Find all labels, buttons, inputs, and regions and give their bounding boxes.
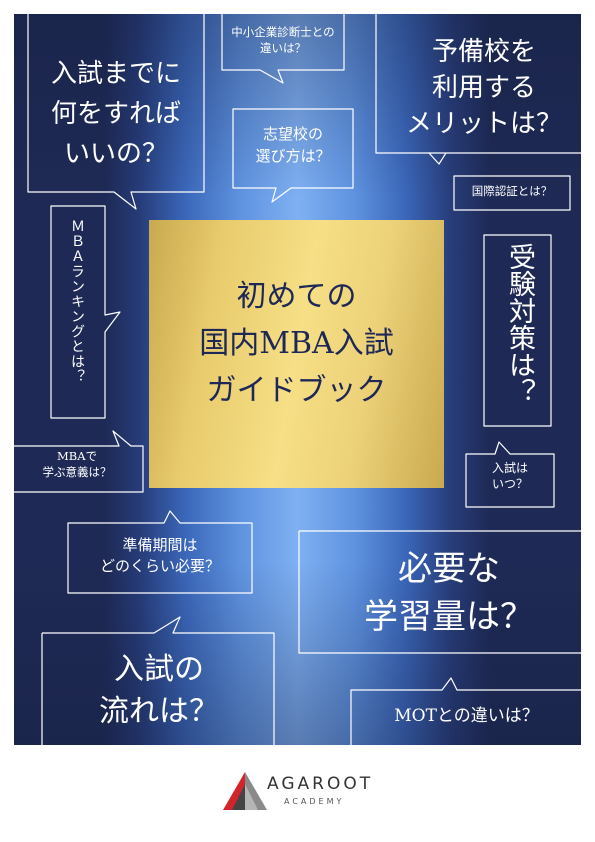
logo-mark-icon [223,772,267,810]
bubble-outline-juken [483,234,552,427]
bubble-yobiko: 予備校を 利用する メリットは？ [405,37,562,139]
bubble-nagare: 入試の 流れは？ [99,652,219,729]
bubble-outline-junbi [67,510,253,594]
logo-name: AGAROOT [267,774,374,794]
bubble-outline-shibo [232,108,354,203]
bubble-chusho: 中小企業診断士との 違いは？ [231,25,335,55]
bubble-outline-nagare [41,616,275,745]
bubble-outline-ranking [50,205,121,419]
bubble-outline-chusho [221,14,345,84]
bubble-outline-yobiko [375,14,581,165]
bubble-ranking: ＭＢＡランキングとは？ [69,219,85,384]
bubble-outline-hitsuyo [298,530,581,654]
bubble-kokusai: 国際認証とは？ [471,184,553,198]
bubble-outline-nyushi-made [27,14,205,210]
agaroot-logo: AGAROOT ACADEMY [222,770,382,815]
bubble-outline-kokusai [453,175,571,211]
speech-bubble-outlines [14,14,581,745]
bubble-juken: 受験対策は？ [504,243,535,405]
title-panel [149,220,444,488]
logo-sub: ACADEMY [284,797,345,806]
bubble-shibo: 志望校の 選び方は？ [255,125,331,165]
bubble-nyushi-made: 入試までに 何をすれば いいの？ [50,59,181,170]
guidebook-title: 初めての 国内MBA入試 ガイドブック [199,279,394,408]
bubble-manabu: MBAで 学ぶ意義は？ [42,449,112,479]
bubble-hitsuyo: 必要な 学習量は？ [364,549,534,637]
bubble-itsu: 入試は いつ？ [491,461,528,492]
bubble-mot: MOTとの違いは？ [394,706,539,726]
bubble-junbi: 準備期間は どのくらい必要？ [99,536,220,575]
bubble-outline-mot [350,677,581,745]
bubble-outline-manabu [14,430,144,493]
bubble-outline-itsu [465,441,555,508]
